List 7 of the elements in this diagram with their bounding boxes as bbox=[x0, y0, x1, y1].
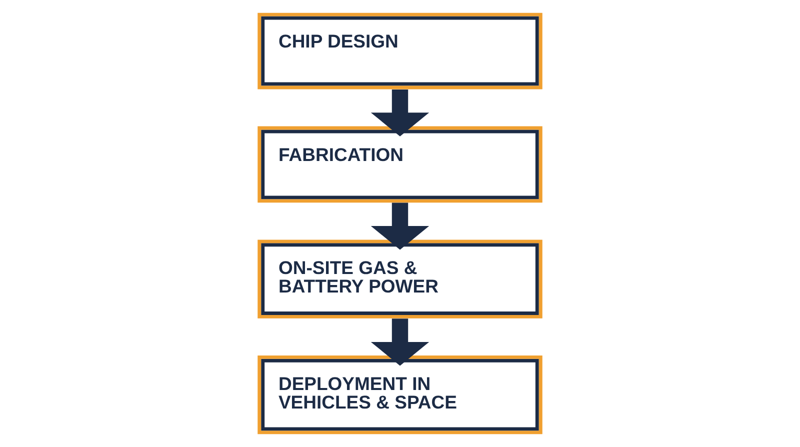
node-box: FABRICATION bbox=[258, 126, 542, 203]
node-box: CHIP DESIGN bbox=[258, 12, 542, 90]
arrow bbox=[370, 318, 430, 366]
arrow bbox=[370, 90, 430, 136]
arrow bbox=[370, 202, 430, 250]
node-box: ON-SITE GAS & BATTERY POWER bbox=[258, 240, 542, 318]
node-box: DEPLOYMENT IN VEHICLES & SPACE bbox=[258, 355, 542, 434]
